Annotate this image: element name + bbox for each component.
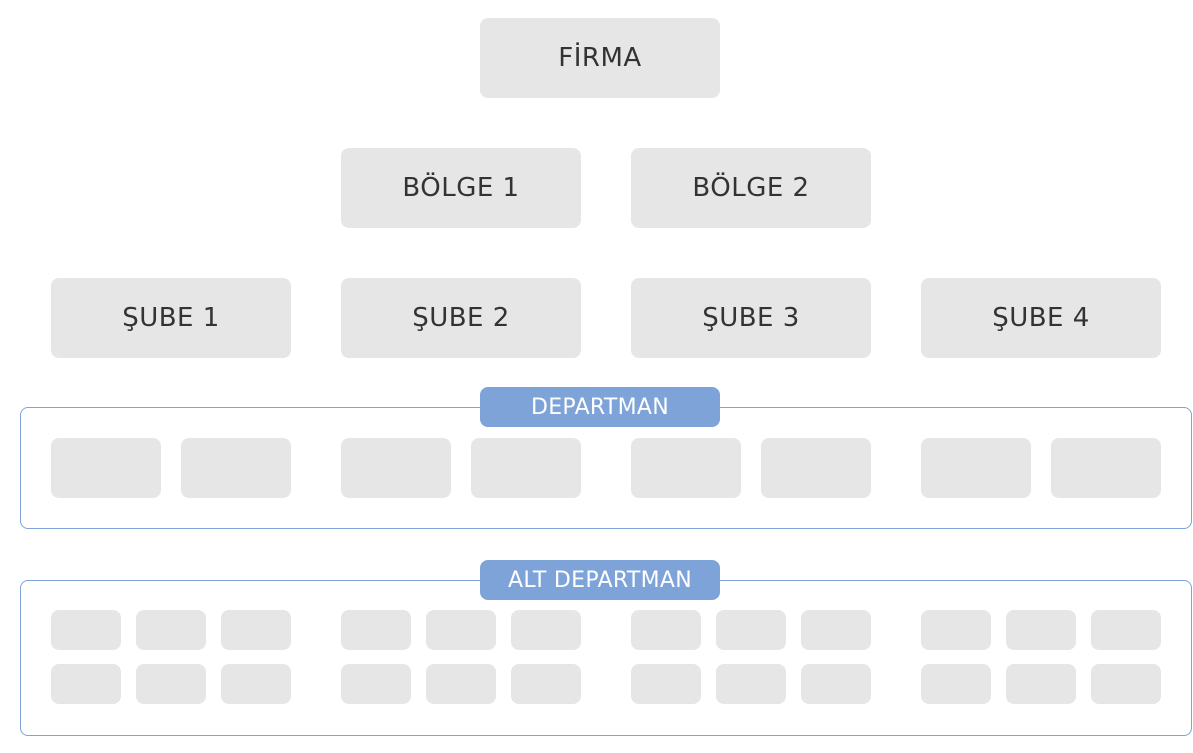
department-placeholder [921, 438, 1031, 498]
department-placeholder [51, 438, 161, 498]
sub-department-placeholder [921, 610, 991, 650]
sub-department-group-tag: ALT DEPARTMAN [480, 560, 720, 600]
sub-department-placeholder [341, 664, 411, 704]
department-placeholder [341, 438, 451, 498]
sub-department-placeholder [631, 664, 701, 704]
sub-department-placeholder [511, 664, 581, 704]
department-placeholder [1051, 438, 1161, 498]
branch-label-1: ŞUBE 1 [122, 303, 220, 333]
region-node-2: BÖLGE 2 [631, 148, 871, 228]
region-label-1: BÖLGE 1 [402, 173, 520, 203]
sub-department-placeholder [136, 664, 206, 704]
department-placeholder [761, 438, 871, 498]
sub-department-placeholder [631, 610, 701, 650]
sub-department-placeholder [1091, 664, 1161, 704]
company-node: FİRMA [480, 18, 720, 98]
sub-department-placeholder [221, 664, 291, 704]
department-placeholder [181, 438, 291, 498]
sub-department-placeholder [51, 610, 121, 650]
company-label: FİRMA [558, 43, 642, 73]
branch-node-3: ŞUBE 3 [631, 278, 871, 358]
sub-department-placeholder [426, 664, 496, 704]
sub-department-placeholder [221, 610, 291, 650]
sub-department-placeholder [921, 664, 991, 704]
department-group-tag: DEPARTMAN [480, 387, 720, 427]
department-placeholder [631, 438, 741, 498]
branch-node-4: ŞUBE 4 [921, 278, 1161, 358]
region-node-1: BÖLGE 1 [341, 148, 581, 228]
branch-node-2: ŞUBE 2 [341, 278, 581, 358]
branch-node-1: ŞUBE 1 [51, 278, 291, 358]
sub-department-placeholder [341, 610, 411, 650]
sub-department-placeholder [716, 664, 786, 704]
sub-department-placeholder [1006, 610, 1076, 650]
sub-department-placeholder [426, 610, 496, 650]
sub-department-placeholder [801, 664, 871, 704]
sub-department-placeholder [511, 610, 581, 650]
branch-label-3: ŞUBE 3 [702, 303, 800, 333]
sub-department-placeholder [801, 610, 871, 650]
sub-department-group-label: ALT DEPARTMAN [508, 567, 692, 593]
department-group-label: DEPARTMAN [530, 394, 670, 420]
branch-label-4: ŞUBE 4 [992, 303, 1090, 333]
sub-department-placeholder [136, 610, 206, 650]
sub-department-group-frame [20, 580, 1192, 736]
sub-department-placeholder [1006, 664, 1076, 704]
department-placeholder [471, 438, 581, 498]
sub-department-placeholder [51, 664, 121, 704]
sub-department-placeholder [1091, 610, 1161, 650]
branch-label-2: ŞUBE 2 [412, 303, 510, 333]
region-label-2: BÖLGE 2 [692, 173, 810, 203]
sub-department-placeholder [716, 610, 786, 650]
